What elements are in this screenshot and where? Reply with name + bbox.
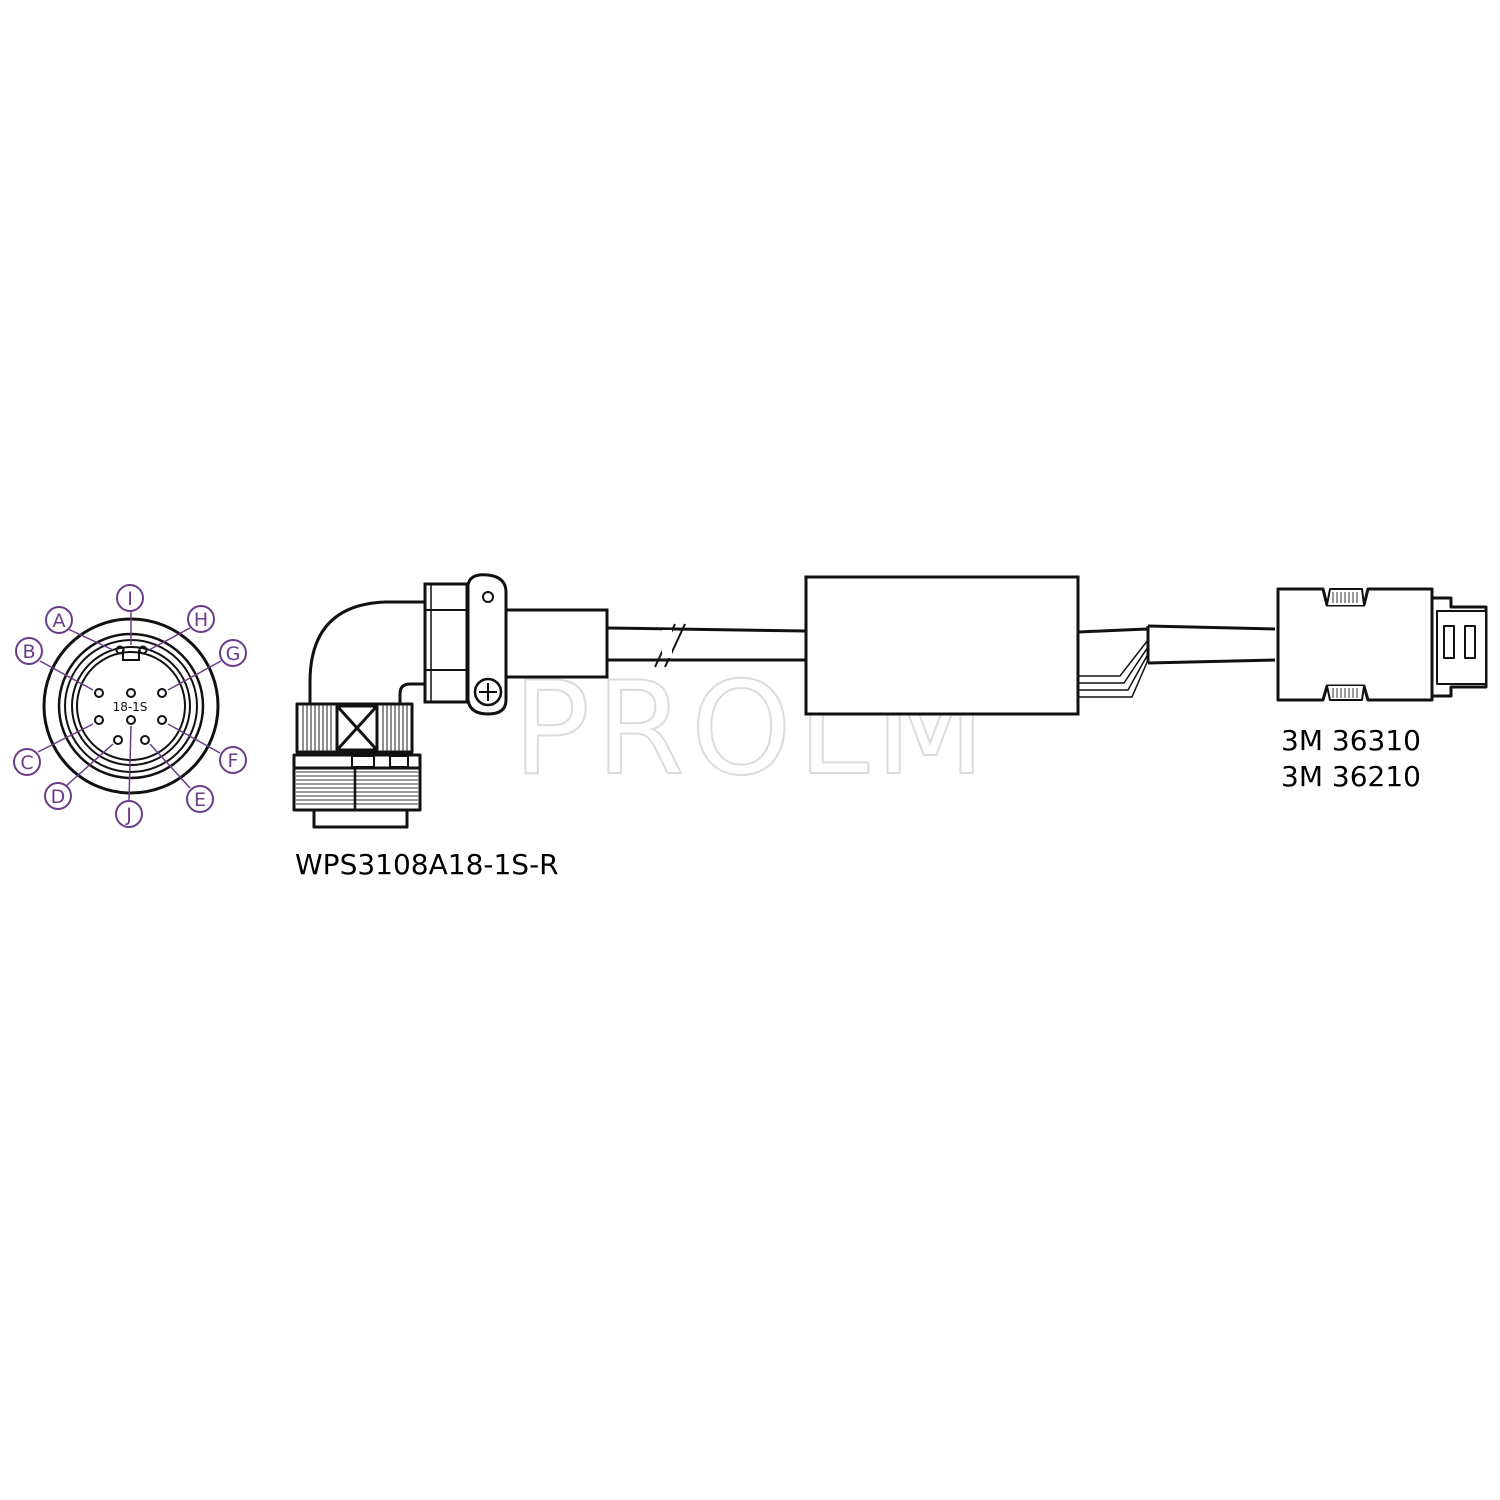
pin-label-h: H	[194, 609, 208, 631]
pin-label-ring-g	[219, 639, 247, 667]
left-connector-label: WPS3108A18-1S-R	[295, 848, 559, 881]
pin-label-g: G	[226, 643, 241, 665]
cable-break-gap	[662, 630, 672, 658]
pin-label-ring-a	[45, 606, 73, 634]
pin-label-a: A	[53, 610, 66, 632]
face-pin	[126, 688, 136, 698]
pin-leader-lines	[37, 611, 222, 801]
pin-label-ring-f	[219, 746, 247, 774]
pin-label-ring-j	[115, 800, 143, 828]
pin-label-j: J	[125, 804, 132, 826]
right-connector-label-2: 3M 36210	[1281, 760, 1421, 793]
face-pins	[94, 645, 167, 745]
pin-label-texts: A B C D E F G H I J	[20, 588, 240, 826]
pin-label-circles	[13, 584, 247, 828]
face-pin	[94, 688, 104, 698]
right-angle-connector	[292, 600, 428, 829]
pin-label-ring-h	[187, 605, 215, 633]
face-pin	[138, 645, 148, 655]
face-pin	[140, 735, 150, 745]
cable-right	[1077, 624, 1276, 698]
pin-label-ring-b	[15, 637, 43, 665]
mdr-connector	[1276, 587, 1488, 702]
face-pin	[115, 645, 125, 655]
right-connector-label-1: 3M 36310	[1281, 724, 1421, 757]
pin-label-b: B	[22, 641, 35, 663]
pin-label-d: D	[51, 786, 66, 808]
face-pin	[157, 715, 167, 725]
face-pin	[126, 715, 136, 725]
pin-label-i: I	[127, 588, 133, 610]
pin-label-f: F	[228, 750, 239, 772]
pin-label-ring-e	[186, 785, 214, 813]
cable	[606, 623, 807, 668]
face-center-code: 18-1S	[113, 700, 148, 714]
ferrite-block	[804, 575, 1080, 716]
pin-label-e: E	[194, 789, 206, 811]
pin-label-ring-i	[116, 584, 144, 612]
cable-clamp	[423, 573, 609, 716]
face-pin	[94, 715, 104, 725]
face-pin	[157, 688, 167, 698]
face-pin	[113, 735, 123, 745]
pin-label-ring-d	[44, 782, 72, 810]
pin-label-c: C	[20, 752, 33, 774]
pin-label-ring-c	[13, 748, 41, 776]
